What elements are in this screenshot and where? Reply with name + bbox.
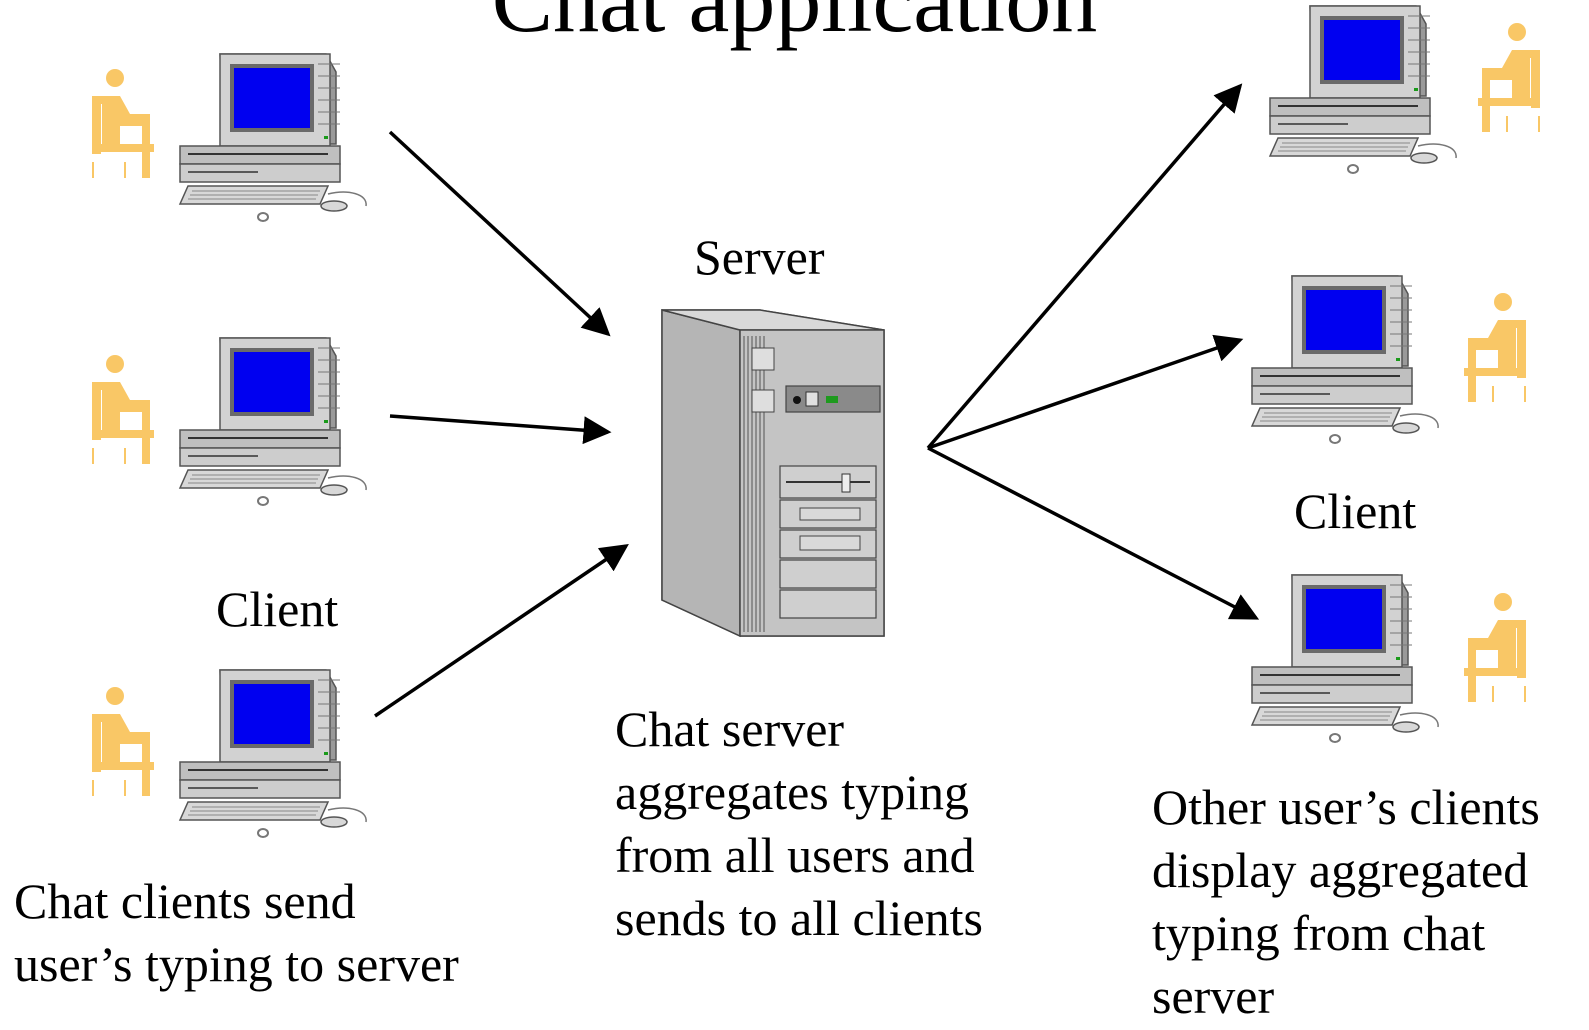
computer-icon [1251, 574, 1440, 743]
client-right-3 [1251, 574, 1526, 743]
client-right-2 [1251, 275, 1526, 444]
computer-icon [179, 53, 368, 222]
arrow-from-server-3 [927, 446, 1260, 620]
caption-center: Chat server aggregates typing from all u… [615, 698, 983, 950]
client-left-2 [92, 337, 368, 506]
user-icon [92, 687, 154, 796]
caption-left: Chat clients send user’s typing to serve… [14, 870, 459, 996]
computer-icon [179, 337, 368, 506]
arrow-from-server-1 [926, 83, 1243, 450]
arrow-to-server-3 [374, 544, 629, 718]
caption-center-line: sends to all clients [615, 890, 983, 946]
arrow-from-server-2 [927, 334, 1244, 450]
user-icon [92, 355, 154, 464]
client-left-3 [92, 669, 368, 838]
arrows-to-server [374, 130, 629, 718]
server-label: Server [694, 229, 825, 285]
diagram-title: Chat application [491, 0, 1098, 51]
client-label-right: Client [1294, 483, 1417, 539]
caption-right: Other user’s clients display aggregated … [1152, 776, 1540, 1028]
caption-right-line: Other user’s clients [1152, 779, 1540, 835]
user-icon [1478, 23, 1540, 132]
user-icon [1464, 593, 1526, 702]
arrows-from-server [926, 83, 1260, 620]
server-icon [661, 309, 885, 638]
arrow-to-server-2 [389, 414, 612, 445]
caption-right-line: display aggregated [1152, 842, 1529, 898]
caption-left-line: Chat clients send [14, 873, 356, 929]
client-right-1 [1269, 5, 1540, 174]
user-icon [1464, 293, 1526, 402]
caption-right-line: typing from chat [1152, 905, 1486, 961]
caption-left-line: user’s typing to server [14, 936, 459, 992]
caption-center-line: Chat server [615, 701, 845, 757]
computer-icon [1251, 275, 1440, 444]
caption-center-line: from all users and [615, 827, 975, 883]
caption-center-line: aggregates typing [615, 764, 970, 820]
computer-icon [1269, 5, 1458, 174]
arrow-to-server-1 [388, 130, 611, 337]
computer-icon [179, 669, 368, 838]
user-icon [92, 69, 154, 178]
client-left-1 [92, 53, 368, 222]
caption-right-line: server [1152, 968, 1275, 1024]
client-label-left: Client [216, 581, 339, 637]
